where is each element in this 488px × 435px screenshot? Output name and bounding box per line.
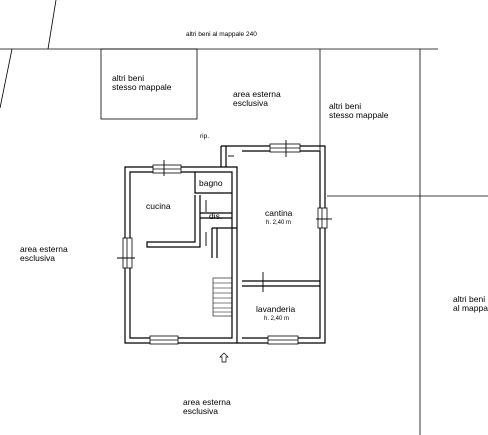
label-same-parcel-right: altri beni stesso mappale xyxy=(329,101,389,120)
parcel-outline-left xyxy=(100,48,198,120)
label-exclusive-area-top: area esterna esclusiva xyxy=(233,89,281,108)
room-label-hallway: dis. xyxy=(209,211,223,221)
label-same-parcel-left: altri beni stesso mappale xyxy=(112,73,172,92)
label-top-neighbor: altri beni al mappale 240 xyxy=(186,31,257,38)
room-height-laundry: h. 2,40 m xyxy=(264,316,290,322)
staircase xyxy=(212,277,233,317)
room-label-storage: rip. xyxy=(200,133,210,140)
windows xyxy=(122,143,328,345)
room-label-laundry: lavanderia xyxy=(256,304,296,314)
room-label-cellar: cantina xyxy=(265,208,293,218)
door-marks xyxy=(117,140,332,292)
room-height-cellar: h. 2,40 m xyxy=(266,220,292,226)
room-label-bathroom: bagno xyxy=(199,178,223,188)
label-exclusive-area-left: area esterna esclusiva xyxy=(20,244,68,263)
room-label-kitchen: cucina xyxy=(146,201,171,211)
label-neighbor-right: altri beni al mappale xyxy=(453,294,488,313)
entrance-arrow-icon xyxy=(219,352,229,363)
label-exclusive-area-bottom: area esterna esclusiva xyxy=(183,397,231,416)
